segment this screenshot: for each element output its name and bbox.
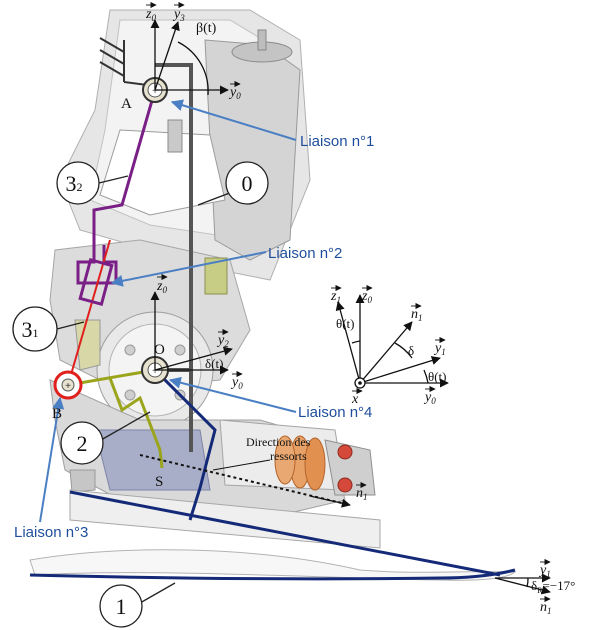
angle-theta-label-2: θ(t) xyxy=(428,369,447,384)
liaison-3-label: Liaison n°3 xyxy=(14,524,88,541)
vec-n1-foot: n1 xyxy=(540,600,552,616)
angle-theta-label-1: θ(t) xyxy=(336,316,355,331)
angle-beta-label: β(t) xyxy=(196,21,217,36)
vec-y0-O: y0 xyxy=(230,375,243,391)
n1-arrow-springs xyxy=(139,454,351,508)
part-0-label: 0 xyxy=(242,171,253,196)
liaison-1-label: Liaison n°1 xyxy=(300,133,374,150)
liaison-2-label: Liaison n°2 xyxy=(268,245,342,262)
part-0-link xyxy=(155,63,193,452)
part-32-label: 32 xyxy=(66,171,83,196)
vec-y3-A: y3 xyxy=(172,7,185,23)
frame-O-vectors xyxy=(150,291,233,375)
bubble-32 xyxy=(56,161,100,205)
callout-arrows xyxy=(39,99,297,523)
bubble-2 xyxy=(60,421,104,465)
vec-z0-ref: z0 xyxy=(361,289,372,305)
point-B-label: B xyxy=(52,406,62,422)
vector-overbars xyxy=(146,1,551,603)
part-32-link xyxy=(76,89,157,285)
vec-z1-ref: z1 xyxy=(330,289,341,305)
part-31-label: 31 xyxy=(22,317,39,342)
angle-delta-t-label: δ(t) xyxy=(205,356,223,371)
point-A-label: A xyxy=(121,96,132,112)
bubble-0 xyxy=(225,161,269,205)
part-2-link xyxy=(67,368,164,469)
part-bubbles xyxy=(12,161,269,628)
vec-y0-ref: y0 xyxy=(423,390,436,406)
foot-frame-vectors xyxy=(494,573,551,595)
vec-x-ref: x xyxy=(351,392,359,407)
bubble-1 xyxy=(99,584,143,628)
part-1-label: 1 xyxy=(116,594,127,619)
part-31-link xyxy=(67,239,114,386)
reference-frame-figure xyxy=(335,294,449,389)
frame-A-vectors xyxy=(150,19,229,96)
liaison-4-label: Liaison n°4 xyxy=(298,404,372,421)
svg-text:+: + xyxy=(152,86,158,97)
vec-y2-O: y2 xyxy=(216,333,229,349)
joint-B: + xyxy=(53,370,83,400)
springs-label-line2: ressorts xyxy=(270,449,307,463)
point-O-label: O xyxy=(154,342,165,358)
part-2-label: 2 xyxy=(77,431,88,456)
mechanism-render xyxy=(29,9,517,581)
vec-z0-A: z0 xyxy=(145,7,156,23)
vec-n1-ref: n1 xyxy=(411,307,423,323)
vec-y1-ref: y1 xyxy=(433,341,446,357)
vec-z0-O: z0 xyxy=(156,279,167,295)
vec-y1-foot: y1 xyxy=(538,563,551,579)
svg-text:+: + xyxy=(65,381,71,392)
part-1-link xyxy=(29,368,516,581)
svg-text:+: + xyxy=(152,366,158,377)
springs-label-line1: Direction des xyxy=(246,435,311,449)
vec-n1-springs: n1 xyxy=(356,486,368,502)
angle-deltaR-label: δR=−17° xyxy=(531,578,575,595)
springs-pointer xyxy=(212,459,271,471)
labels: 0 1 2 31 32 A O B S Liaison n°1 Liaison … xyxy=(14,7,575,619)
angle-delta-label: δ xyxy=(408,343,414,358)
vec-y0-A: y0 xyxy=(228,85,241,101)
point-S-label: S xyxy=(155,474,163,490)
bubble-31 xyxy=(12,306,58,352)
